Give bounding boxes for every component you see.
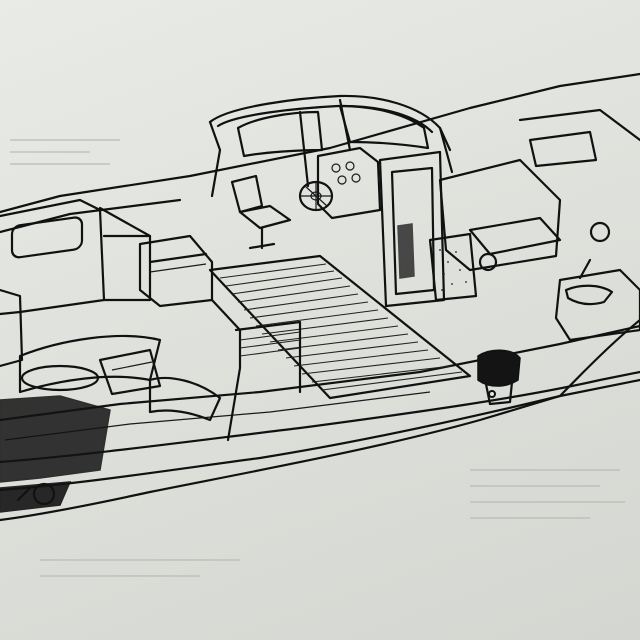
bow-fitting — [16, 482, 56, 506]
cabin-window — [10, 216, 84, 259]
instrument-panel — [331, 161, 361, 185]
outboard-engine — [477, 349, 521, 406]
helm-station — [230, 146, 382, 250]
helm-seat — [230, 174, 292, 250]
stern-sink — [564, 284, 614, 306]
stern-cockpit — [518, 108, 640, 342]
show-through-text — [10, 139, 625, 577]
steering-wheel — [298, 180, 334, 212]
windshield-frame — [208, 94, 454, 198]
cushion-v-berth — [18, 334, 222, 422]
deck-planks — [208, 254, 472, 400]
aft-seat — [428, 158, 562, 302]
bow-cabin — [0, 198, 152, 368]
bench-seat — [138, 234, 302, 442]
stipple-texture — [439, 249, 467, 291]
